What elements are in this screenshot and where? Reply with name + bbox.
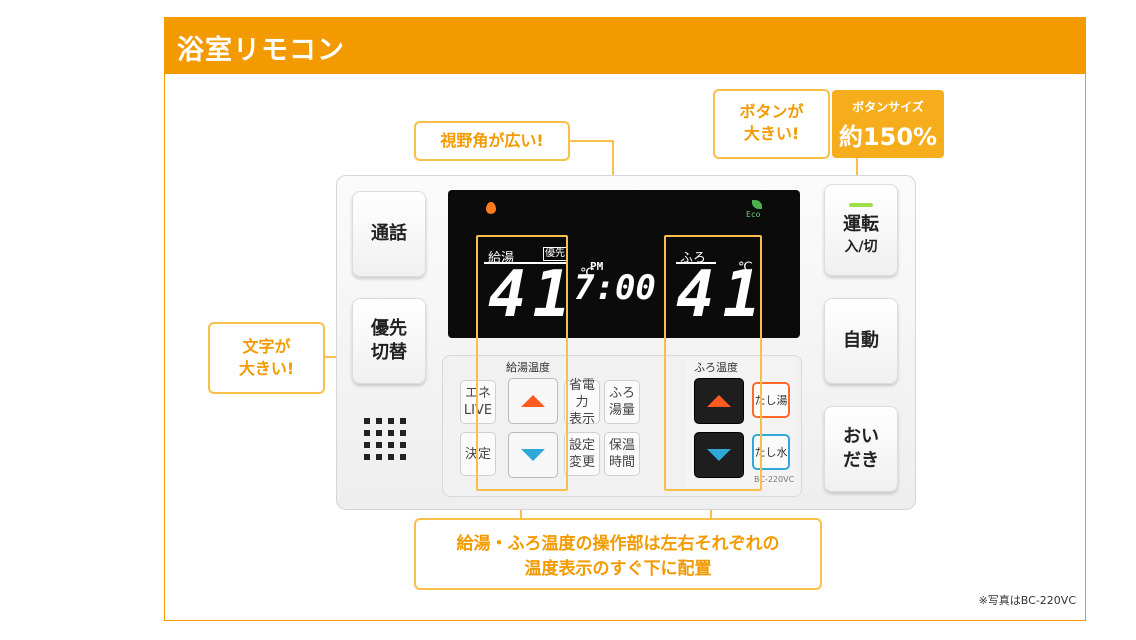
settei-button[interactable]: 設定 変更	[564, 432, 600, 476]
furo-down-button[interactable]	[694, 432, 744, 478]
speaker-hole	[388, 418, 394, 424]
callout-bottom-line2: 温度表示のすぐ下に配置	[524, 559, 712, 579]
lcd-display: Eco 給湯 優先 41 ℃ PM 7:00 ふろ 41 ℃	[448, 190, 800, 338]
unten-label-1: 運転	[843, 214, 879, 235]
badge-label: ボタンサイズ	[852, 100, 924, 114]
speaker-hole	[364, 418, 370, 424]
settei-label-1: 設定	[568, 438, 595, 453]
connector-line	[570, 140, 614, 142]
connector-line	[856, 158, 858, 184]
speaker-hole	[364, 430, 370, 436]
kyuto-highlight-box	[476, 235, 568, 491]
celsius-unit: ℃	[580, 266, 595, 281]
flame-icon	[486, 202, 496, 214]
callout-bottom: 給湯・ふろ温度の操作部は左右それぞれの 温度表示のすぐ下に配置	[414, 518, 822, 590]
shoden-label-1: 省電力	[568, 377, 595, 410]
hoon-label-1: 保温	[608, 438, 635, 453]
speaker-hole	[388, 442, 394, 448]
speaker-hole	[400, 430, 406, 436]
furo-yuryo-label-1: ふろ	[608, 386, 635, 401]
furo-temp: 41	[676, 258, 770, 332]
tsuwa-button[interactable]: 通話	[352, 191, 426, 277]
eco-label: Eco	[746, 210, 761, 219]
speaker-hole	[388, 430, 394, 436]
speaker-hole	[376, 418, 382, 424]
arrow-up-icon	[707, 395, 731, 407]
tashiyu-button[interactable]: たし湯	[752, 382, 790, 418]
lcd-divider	[484, 262, 566, 264]
speaker-hole	[400, 442, 406, 448]
furo-section-label: ふろ温度	[694, 361, 738, 374]
clock-time: 7:00	[574, 268, 656, 308]
tashimizu-label: たし水	[754, 445, 788, 459]
furo-yuryo-label-2: 湯量	[608, 403, 635, 418]
kyuto-section-label: 給湯温度	[506, 361, 550, 374]
tsuwa-button-label: 通話	[371, 223, 407, 244]
badge-button-size: ボタンサイズ 約150%	[832, 90, 944, 158]
furo-label: ふろ	[680, 251, 707, 266]
unten-button[interactable]: 運転 入/切	[824, 184, 898, 276]
tashimizu-button[interactable]: たし水	[752, 434, 790, 470]
arrow-down-icon	[707, 449, 731, 461]
photo-note: ※写真はBC-220VC	[978, 594, 1076, 607]
shoden-button[interactable]: 省電力 表示	[564, 377, 600, 427]
callout-bottom-line1: 給湯・ふろ温度の操作部は左右それぞれの	[456, 534, 780, 554]
callout-big-buttons: ボタンが 大きい!	[713, 89, 830, 159]
kyuto-up-button[interactable]	[508, 378, 558, 424]
speaker-hole	[376, 454, 382, 460]
hoon-button[interactable]: 保温 時間	[604, 432, 640, 476]
tashiyu-label: たし湯	[754, 393, 788, 407]
oidaki-label-2: だき	[843, 450, 879, 471]
speaker-grille	[364, 418, 412, 468]
speaker-hole	[400, 418, 406, 424]
furo-up-button[interactable]	[694, 378, 744, 424]
badge-value: 約150%	[838, 123, 938, 151]
kyuto-temp: 41	[488, 258, 578, 332]
shoden-label-2: 表示	[568, 411, 595, 427]
arrow-down-icon	[521, 449, 545, 461]
celsius-unit: ℃	[738, 260, 753, 275]
callout-big-text: 文字が 大きい!	[208, 322, 325, 394]
arrow-up-icon	[521, 395, 545, 407]
furo-yuryo-button[interactable]: ふろ 湯量	[604, 380, 640, 424]
oidaki-label-1: おい	[843, 426, 879, 447]
hoon-label-2: 時間	[608, 455, 635, 470]
oidaki-button[interactable]: おい だき	[824, 406, 898, 492]
yusen-label-2: 切替	[371, 342, 407, 363]
header-bar: 浴室リモコン	[165, 18, 1085, 74]
speaker-hole	[364, 442, 370, 448]
jido-label: 自動	[843, 330, 879, 351]
lcd-divider	[676, 262, 716, 264]
power-indicator	[849, 203, 873, 207]
speaker-hole	[388, 454, 394, 460]
kyuto-down-button[interactable]	[508, 432, 558, 478]
callout-wide-angle: 視野角が広い!	[414, 121, 570, 161]
kyuto-label: 給湯	[488, 251, 515, 266]
yusen-kirikae-button[interactable]: 優先 切替	[352, 298, 426, 384]
model-label: BC-220VC	[754, 475, 795, 484]
ene-label-2: LIVE	[463, 403, 493, 418]
unten-label-2: 入/切	[844, 239, 878, 255]
settei-label-2: 変更	[568, 455, 595, 470]
eco-leaf-icon	[752, 200, 762, 209]
speaker-hole	[376, 430, 382, 436]
speaker-hole	[400, 454, 406, 460]
yusen-label-1: 優先	[371, 318, 407, 339]
speaker-hole	[376, 442, 382, 448]
furo-highlight-box	[664, 235, 762, 491]
pm-label: PM	[590, 260, 604, 273]
jido-button[interactable]: 自動	[824, 298, 898, 384]
speaker-hole	[364, 454, 370, 460]
page-title: 浴室リモコン	[177, 35, 345, 66]
